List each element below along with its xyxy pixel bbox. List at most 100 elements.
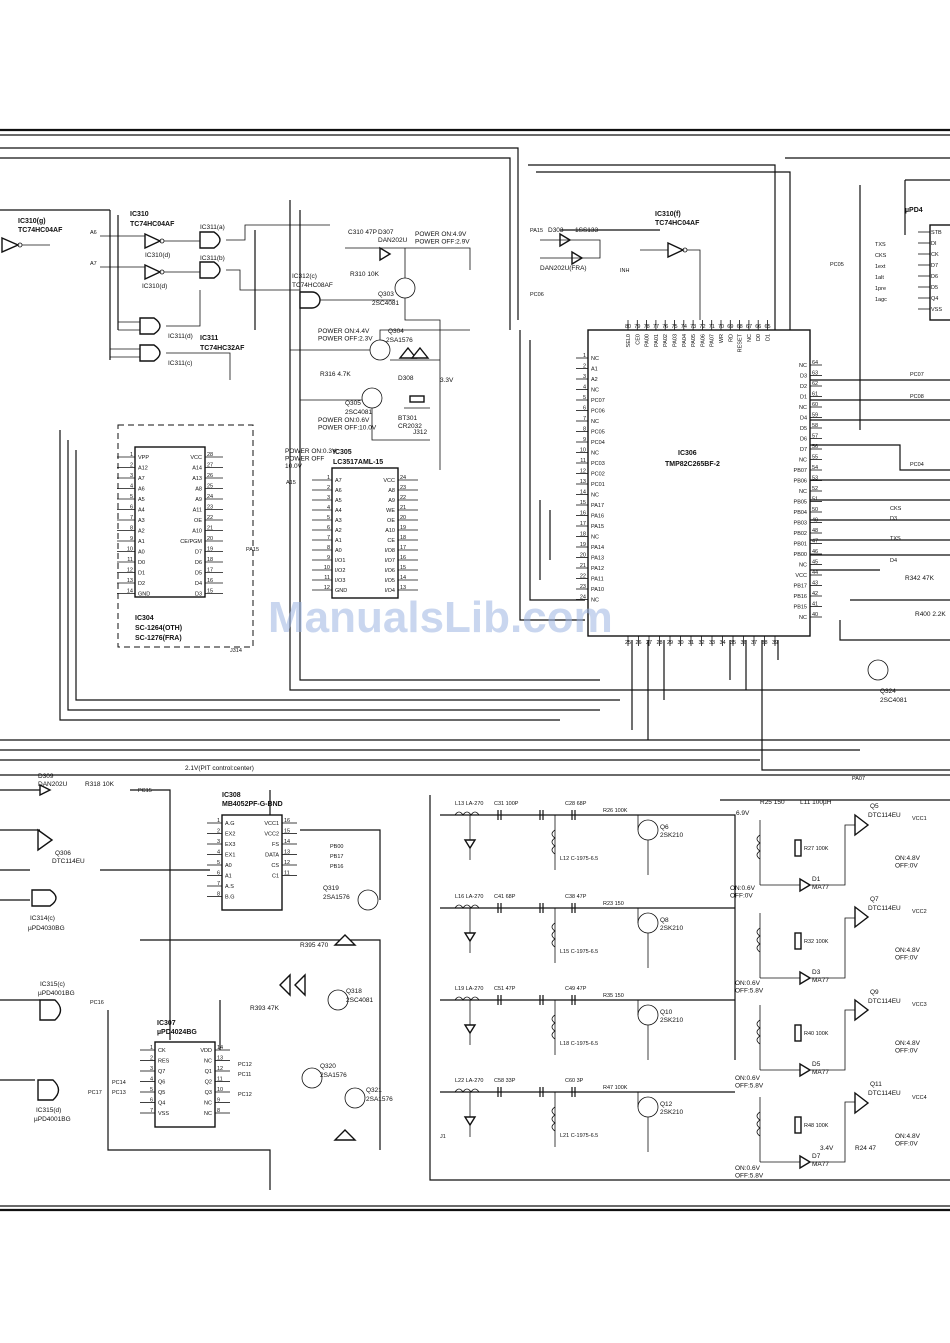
ic308-pin-name: A0 (225, 863, 232, 869)
ic307-pin-name: Q1 (205, 1069, 212, 1075)
r393-label: R393 47K (250, 1005, 280, 1012)
ic306-pin-number: 27 (646, 640, 652, 646)
rf-output-coil (756, 1111, 761, 1137)
rf-switch-wire (760, 1101, 855, 1163)
rf-input-inductor (454, 996, 480, 1001)
q305-ref: Q305 (345, 400, 361, 407)
ic307-pin-name: Q4 (158, 1101, 165, 1107)
rf-resistor-label: R26 100K (603, 808, 628, 814)
ic306-pin-name: PC04 (591, 440, 605, 446)
ic306-top-pins: 80SEL079CE078PA0077PA0176PA0275PA0374PA0… (625, 320, 772, 352)
ic307-pin-number: 11 (217, 1077, 223, 1083)
rf-input-inductor-label: L19 LA-270 (455, 986, 483, 992)
ic308-pin-name: C1 (272, 874, 279, 880)
ic305-pin-name: A8 (388, 488, 395, 494)
ic305-pin-name: I/O4 (385, 588, 395, 594)
ic306-pin-name: PA00 (645, 334, 651, 347)
rf-switch-wire (760, 824, 855, 886)
ic304-pin-number: 19 (207, 547, 213, 553)
ic306-pin-name: PB06 (794, 479, 807, 485)
rf-switch-diode-part: MA77 (812, 1161, 829, 1168)
ic305-pin-name: A7 (335, 478, 342, 484)
rf-bias-resistor (794, 1024, 802, 1042)
ic305-pin-name: I/O2 (335, 568, 345, 574)
ic304-pin-number: 13 (127, 578, 133, 584)
ic306-pin-number: 3 (583, 374, 586, 380)
right-chip-net-label: TXS (875, 242, 886, 248)
rf-varactor-diode (463, 839, 477, 850)
rf-tank-inductor-label: L15 C-1975-6.5 (560, 949, 598, 955)
ic306-pin-name: D7 (800, 447, 807, 453)
ic305-pin-number: 22 (400, 495, 406, 501)
ic305-pin-number: 12 (324, 585, 330, 591)
ic306-pin-name: PB16 (794, 594, 807, 600)
ic304-pin-number: 2 (130, 463, 133, 469)
q5-ref: Q5 (870, 803, 879, 810)
rf-fet-part: 2SK210 (660, 832, 684, 839)
ic306-pin-number: 47 (812, 539, 818, 545)
q321-part: 2SA1576 (366, 1096, 393, 1103)
d307-ref: D307 (378, 229, 394, 236)
ic307-pin-number: 14 (217, 1045, 223, 1051)
net-pb17: PB17 (330, 854, 343, 860)
q321-ref: Q321 (366, 1087, 382, 1094)
d309-ref: D309 (38, 773, 54, 780)
ic306-pin-number: 40 (812, 612, 818, 618)
ic306-pin-number: 32 (699, 640, 705, 646)
net-pc06: PC06 (530, 292, 544, 298)
rf-switch-diode-ref: D3 (812, 969, 821, 976)
ic306-pin-number: 10 (580, 448, 586, 454)
ic305-pin-number: 19 (400, 525, 406, 531)
rf-switch-diode (799, 1154, 812, 1170)
ic306-pin-name: D1 (766, 334, 772, 341)
ic306-pin-name: PB04 (794, 510, 807, 516)
q304-part: 2SA1576 (386, 337, 413, 344)
ic304-pin-name: A5 (138, 497, 145, 503)
ic304-pin-number: 20 (207, 536, 213, 542)
ic304-pin-name: D5 (195, 571, 202, 577)
ic306-pin-number: 59 (812, 413, 818, 419)
ic304-pin-number: 15 (207, 589, 213, 595)
rf-resistor-label: R35 150 (603, 993, 624, 999)
ic304-pin-number: 27 (207, 463, 213, 469)
logic-gates-top (1, 224, 701, 380)
ic306-pin-number: 15 (580, 500, 586, 506)
rf-fet-symbol (637, 819, 659, 841)
ic306-pin-number: 24 (580, 595, 586, 601)
ic305-pin-number: 23 (400, 485, 406, 491)
rf-bias-resistor (794, 1116, 802, 1134)
rf-switch-wire (760, 917, 855, 979)
ic306-pin-number: 55 (812, 455, 818, 461)
ic306-pin-number: 26 (636, 640, 642, 646)
ic306-pin-number: 18 (580, 532, 586, 538)
ic306-pin-name: PC01 (591, 482, 605, 488)
ic307-pin-number: 1 (150, 1045, 153, 1051)
q9-ref: Q9 (870, 989, 879, 996)
right-chip-net-label: 1pre (875, 286, 886, 292)
net-pa07: PA07 (852, 776, 865, 782)
ic311b-ref: IC311(b) (200, 255, 225, 262)
q7-ref: Q7 (870, 896, 879, 903)
rf-capacitor-label: C49 47P (565, 986, 587, 992)
q318-part: 2SC4081 (346, 997, 373, 1004)
ic308-pin-number: 3 (217, 839, 220, 845)
ic306-pin-name: PB15 (794, 605, 807, 611)
ic306-pin-number: 1 (583, 353, 586, 359)
ic-right-ref: µPD4 (905, 207, 923, 214)
right-chip-pin-name: VSS (931, 307, 942, 313)
ic305-pin-number: 7 (327, 535, 330, 541)
ic310d-top-ref: IC310(d) (145, 252, 170, 259)
rf-resistor-label: R47 100K (603, 1085, 628, 1091)
ic311-ref: IC311 (200, 335, 218, 342)
ic306-pin-number: 29 (667, 640, 673, 646)
ic306-left-pins: NC1A12A23NC4PC075PC066NC7PC058PC049NC10P… (576, 353, 605, 604)
ic306-pin-name: NC (591, 451, 599, 457)
q11-ref: Q11 (870, 1081, 882, 1088)
ic308-pin-name: CS (271, 863, 279, 869)
